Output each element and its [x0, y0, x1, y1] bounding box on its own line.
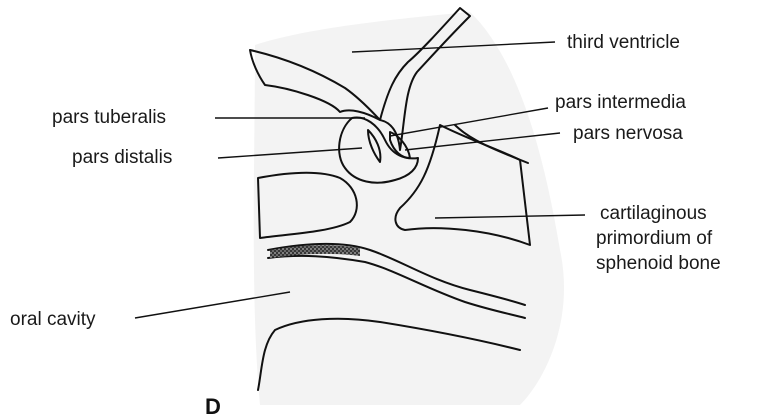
label-pars-nervosa: pars nervosa — [573, 123, 683, 144]
label-third-ventricle: third ventricle — [567, 32, 680, 53]
label-pars-distalis: pars distalis — [72, 147, 172, 168]
tissue-background — [254, 12, 564, 405]
label-cartilaginous-line2: primordium of — [596, 228, 713, 249]
label-oral-cavity: oral cavity — [10, 309, 96, 330]
label-pars-tuberalis: pars tuberalis — [52, 107, 166, 128]
label-cartilaginous-line1: cartilaginous — [600, 203, 707, 224]
label-cartilaginous-line3: sphenoid bone — [596, 253, 721, 274]
panel-letter: D — [205, 394, 221, 419]
label-pars-intermedia: pars intermedia — [555, 92, 686, 113]
